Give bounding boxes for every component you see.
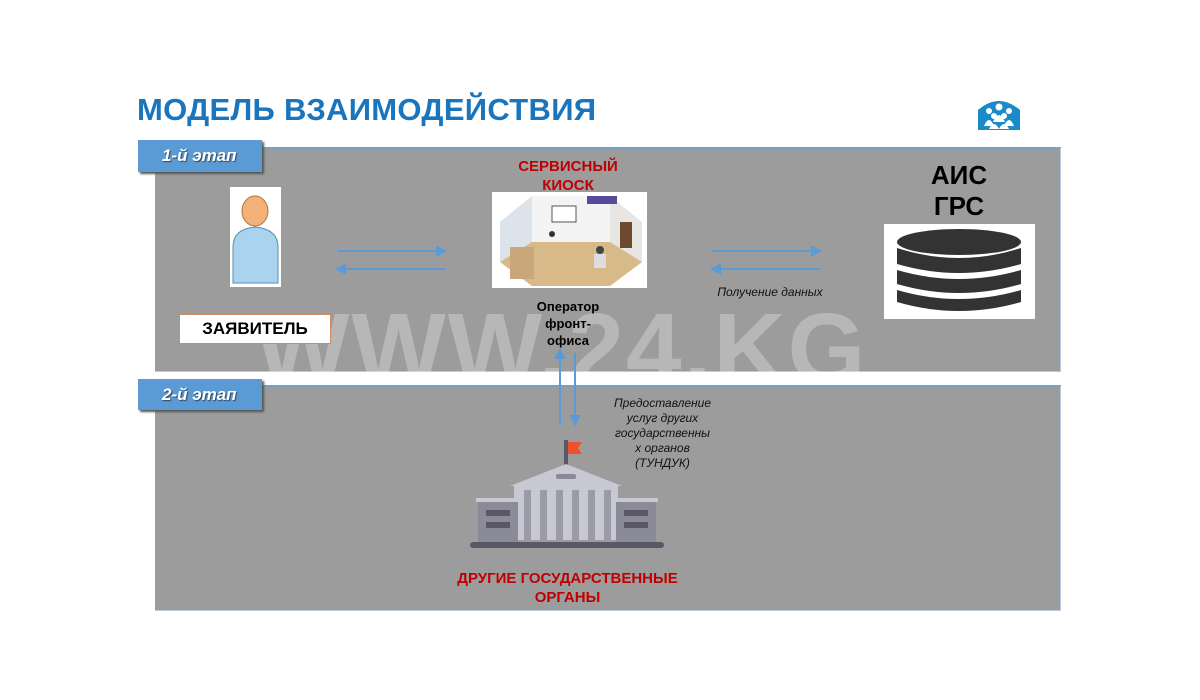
gov-line2: ОРГАНЫ	[534, 589, 601, 606]
operator-line2: фронт-	[545, 316, 591, 331]
applicant-person-icon	[230, 187, 281, 287]
operator-line1: Оператор	[536, 299, 600, 314]
tab-stage-2: 2-й этап	[138, 379, 262, 410]
vertical-arrows	[554, 347, 581, 427]
logo-people-icon	[978, 101, 1020, 130]
kiosk-label: СЕРВИСНЫЙ КИОСК	[488, 157, 648, 195]
kiosk-label-line2: КИОСК	[542, 177, 594, 194]
operator-line3: офиса	[547, 333, 589, 348]
page-title: МОДЕЛЬ ВЗАИМОДЕЙСТВИЯ	[137, 92, 597, 127]
applicant-label: ЗАЯВИТЕЛЬ	[179, 314, 331, 344]
ais-line1: АИС	[930, 160, 988, 190]
service-line: (ТУНДУК)	[635, 456, 690, 470]
service-line: х органов	[635, 441, 690, 455]
exchange-arrows	[334, 245, 823, 275]
kiosk-label-line1: СЕРВИСНЫЙ	[518, 158, 618, 175]
gov-line1: ДРУГИЕ ГОСУДАРСТВЕННЫЕ	[457, 570, 678, 587]
service-line: Предоставление	[613, 396, 711, 410]
service-line: государственны	[614, 426, 710, 440]
service-line: услуг других	[626, 411, 699, 425]
tab-stage-1: 1-й этап	[138, 140, 262, 172]
data-receive-label: Получение данных	[717, 285, 823, 299]
database-icon	[884, 224, 1035, 319]
ais-line2: ГРС	[933, 191, 985, 221]
service-kiosk-image	[492, 192, 647, 288]
operator-label: Оператор фронт-офиса	[518, 298, 618, 349]
government-building-icon	[470, 440, 664, 548]
gov-bodies-label: ДРУГИЕ ГОСУДАРСТВЕННЫЕ ОРГАНЫ	[430, 569, 705, 607]
service-label: Предоставление услуг других государствен…	[595, 396, 730, 471]
